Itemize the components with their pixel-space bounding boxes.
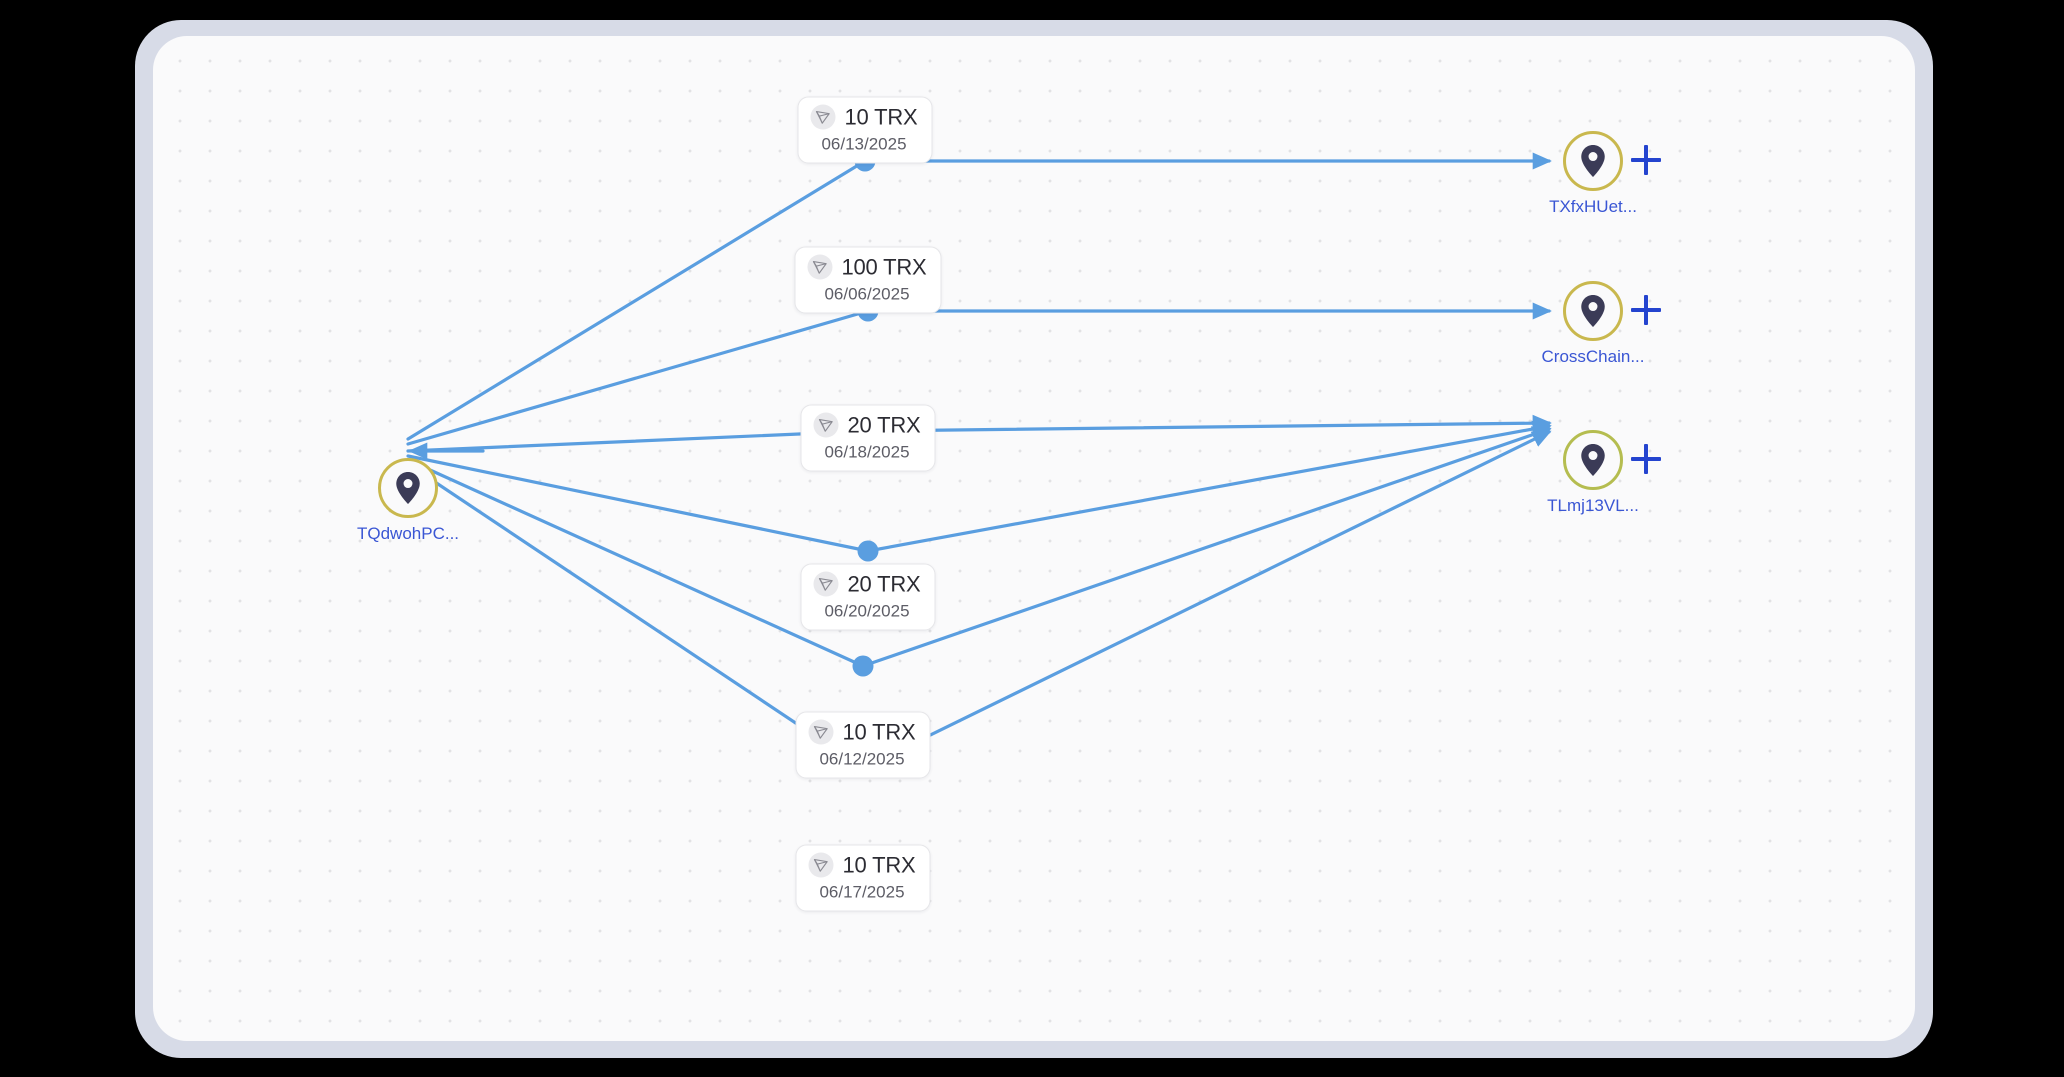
transaction-amount: 20 TRX xyxy=(847,571,921,596)
transaction-label-5[interactable]: 10 TRX 06/12/2025 xyxy=(795,711,931,779)
transaction-date: 06/18/2025 xyxy=(824,442,910,462)
transaction-amount: 10 TRX xyxy=(842,719,916,744)
source-node-label: TQdwohPC... xyxy=(356,524,460,543)
transaction-date: 06/20/2025 xyxy=(824,601,910,621)
transaction-amount: 10 TRX xyxy=(842,852,916,877)
map-pin-icon xyxy=(1580,295,1606,327)
transaction-date: 06/13/2025 xyxy=(821,134,907,154)
dest-node-2-ring[interactable] xyxy=(1563,281,1623,341)
transaction-date: 06/06/2025 xyxy=(824,284,910,304)
trx-token-icon xyxy=(808,719,834,745)
transaction-date: 06/17/2025 xyxy=(819,882,905,902)
map-pin-icon xyxy=(1580,145,1606,177)
dest-node-1-label: TXfxHUet... xyxy=(1549,197,1637,216)
trx-token-icon xyxy=(807,254,833,280)
transaction-label-1[interactable]: 10 TRX 06/13/2025 xyxy=(797,96,933,164)
dest-node-2-label: CrossChain... xyxy=(1541,347,1645,366)
trx-token-icon xyxy=(810,104,836,130)
transaction-date: 06/12/2025 xyxy=(819,749,905,769)
expand-node-3-button[interactable] xyxy=(1631,444,1663,476)
dest-node-3-ring[interactable] xyxy=(1563,430,1623,490)
expand-node-1-button[interactable] xyxy=(1631,145,1663,177)
transaction-label-3[interactable]: 20 TRX 06/18/2025 xyxy=(800,404,936,472)
map-pin-icon xyxy=(1580,444,1606,476)
map-pin-icon xyxy=(395,472,421,504)
trx-token-icon xyxy=(813,571,839,597)
expand-node-2-button[interactable] xyxy=(1631,295,1663,327)
trx-token-icon xyxy=(808,852,834,878)
dest-node-1-ring[interactable] xyxy=(1563,131,1623,191)
transaction-amount: 20 TRX xyxy=(847,412,921,437)
transaction-label-2[interactable]: 100 TRX 06/06/2025 xyxy=(794,246,942,314)
dest-node-3-label: TLmj13VL... xyxy=(1547,496,1639,515)
graph-canvas[interactable]: TQdwohPC... TXfxHUet... xyxy=(153,36,1915,1041)
transaction-label-6[interactable]: 10 TRX 06/17/2025 xyxy=(795,844,931,912)
trx-token-icon xyxy=(813,412,839,438)
transaction-amount: 100 TRX xyxy=(841,254,927,279)
transaction-amount: 10 TRX xyxy=(844,104,918,129)
source-node-ring[interactable] xyxy=(378,458,438,518)
transaction-label-4[interactable]: 20 TRX 06/20/2025 xyxy=(800,563,936,631)
